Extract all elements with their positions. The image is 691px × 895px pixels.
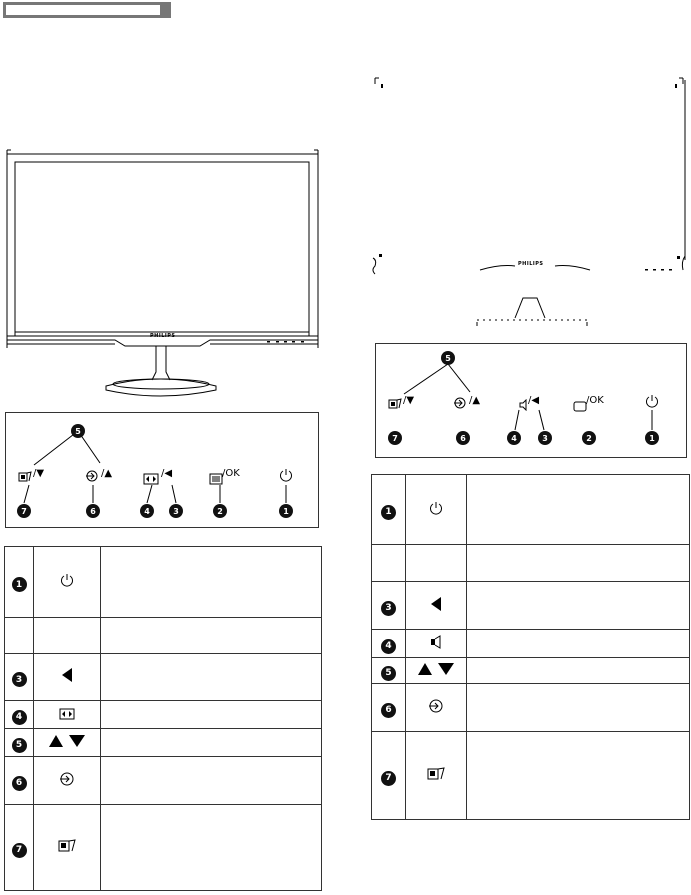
table-row: 5: [371, 657, 690, 684]
panel-number-badge: 7: [17, 504, 31, 518]
input-icon: [428, 699, 444, 718]
section-header-bar: [3, 2, 171, 18]
button-label: /OK: [586, 395, 604, 406]
volume-icon: [519, 396, 529, 415]
table-row: 3: [4, 653, 322, 701]
row-number-badge: 7: [381, 770, 396, 786]
up-down-triangles-icon: [416, 661, 456, 680]
table-row: 7: [371, 731, 690, 820]
menu-icon: [209, 470, 223, 489]
right-button-panel: 5 /▼ /▲ /◀ /OK 7 6 4 3 2 1: [375, 343, 687, 458]
left-monitor-brand: PHILIPS: [150, 333, 176, 339]
panel-number-badge: 3: [169, 504, 183, 518]
row-number-badge: 5: [381, 665, 396, 681]
panel-number-badge: 3: [538, 431, 552, 445]
panel-number-badge: 5: [441, 351, 455, 365]
description-cell: [466, 731, 690, 820]
row-number-badge: 3: [11, 672, 27, 688]
description-cell: [100, 700, 322, 729]
table-row: 5: [4, 728, 322, 757]
left-button-panel: 5 /▼ /▲ /◀ /OK 7 6 4 3 2 1: [5, 412, 319, 528]
right-panel-lines: [403, 363, 653, 431]
volume-icon: [429, 634, 443, 653]
table-row: 4: [4, 700, 322, 729]
row-number-badge: 1: [381, 504, 396, 520]
table-row: 6: [4, 756, 322, 805]
left-triangle-icon: [429, 596, 443, 616]
panel-number-badge: 5: [71, 424, 85, 438]
table-row: 4: [371, 629, 690, 658]
left-triangle-icon: [60, 668, 74, 687]
button-label: /OK: [222, 468, 240, 479]
power-icon: [59, 573, 75, 592]
panel-number-badge: 6: [86, 504, 100, 518]
row-number-badge: 7: [11, 842, 27, 858]
panel-number-badge: 6: [456, 431, 470, 445]
left-monitor-illustration: [6, 149, 319, 397]
description-cell: [100, 653, 322, 701]
description-cell: [466, 474, 690, 545]
input-icon: [453, 395, 467, 414]
description-cell: [100, 617, 322, 654]
row-number-badge: 6: [381, 702, 396, 718]
power-icon: [644, 393, 660, 413]
smartimage-icon: [18, 468, 32, 487]
row-number-badge: 6: [11, 775, 27, 791]
table-row: 3: [371, 581, 690, 630]
up-down-triangles-icon: [47, 733, 87, 752]
panel-number-badge: 2: [582, 431, 596, 445]
right-button-table: 1 3 4 5 6 7: [371, 474, 690, 820]
row-number-badge: 1: [11, 577, 27, 593]
panel-number-badge: 7: [388, 431, 402, 445]
right-monitor-illustration: [372, 77, 686, 326]
button-label: /▼: [33, 468, 45, 479]
smartimage-icon: [426, 766, 446, 786]
row-number-badge: 4: [381, 638, 396, 654]
left-button-table: 1 3 4 5 6 7: [4, 546, 322, 891]
format-icon: [59, 705, 75, 724]
table-row: 1: [4, 546, 322, 618]
description-cell: [466, 657, 690, 684]
description-cell: [100, 756, 322, 805]
button-label: /▲: [469, 395, 481, 406]
menu-icon: [573, 397, 587, 416]
input-icon: [85, 468, 99, 487]
table-row: 6: [371, 683, 690, 732]
table-row: 7: [4, 804, 322, 891]
description-cell: [466, 629, 690, 658]
button-label: /▼: [403, 395, 415, 406]
button-label: /▲: [101, 468, 113, 479]
button-label: /◀: [528, 395, 540, 406]
row-number-badge: 5: [11, 737, 27, 753]
panel-number-badge: 4: [140, 504, 154, 518]
power-icon: [278, 467, 294, 487]
panel-number-badge: 1: [279, 504, 293, 518]
smartimage-icon: [57, 838, 77, 858]
row-number-badge: 3: [381, 600, 396, 616]
description-cell: [466, 581, 690, 630]
description-cell: [100, 728, 322, 757]
panel-number-badge: 4: [507, 431, 521, 445]
table-row: [371, 544, 690, 582]
row-number-badge: 4: [11, 709, 27, 725]
smartimage-icon: [388, 395, 402, 414]
panel-number-badge: 1: [645, 431, 659, 445]
description-cell: [466, 544, 690, 582]
button-label: /◀: [161, 468, 173, 479]
power-icon: [428, 501, 444, 520]
table-row: 1: [371, 474, 690, 545]
description-cell: [100, 804, 322, 891]
table-row: [4, 617, 322, 654]
format-icon: [143, 470, 159, 489]
description-cell: [466, 683, 690, 732]
right-monitor-brand: PHILIPS: [518, 261, 544, 267]
input-icon: [59, 772, 75, 791]
panel-number-badge: 2: [213, 504, 227, 518]
section-header-label: [6, 5, 160, 15]
description-cell: [100, 546, 322, 618]
